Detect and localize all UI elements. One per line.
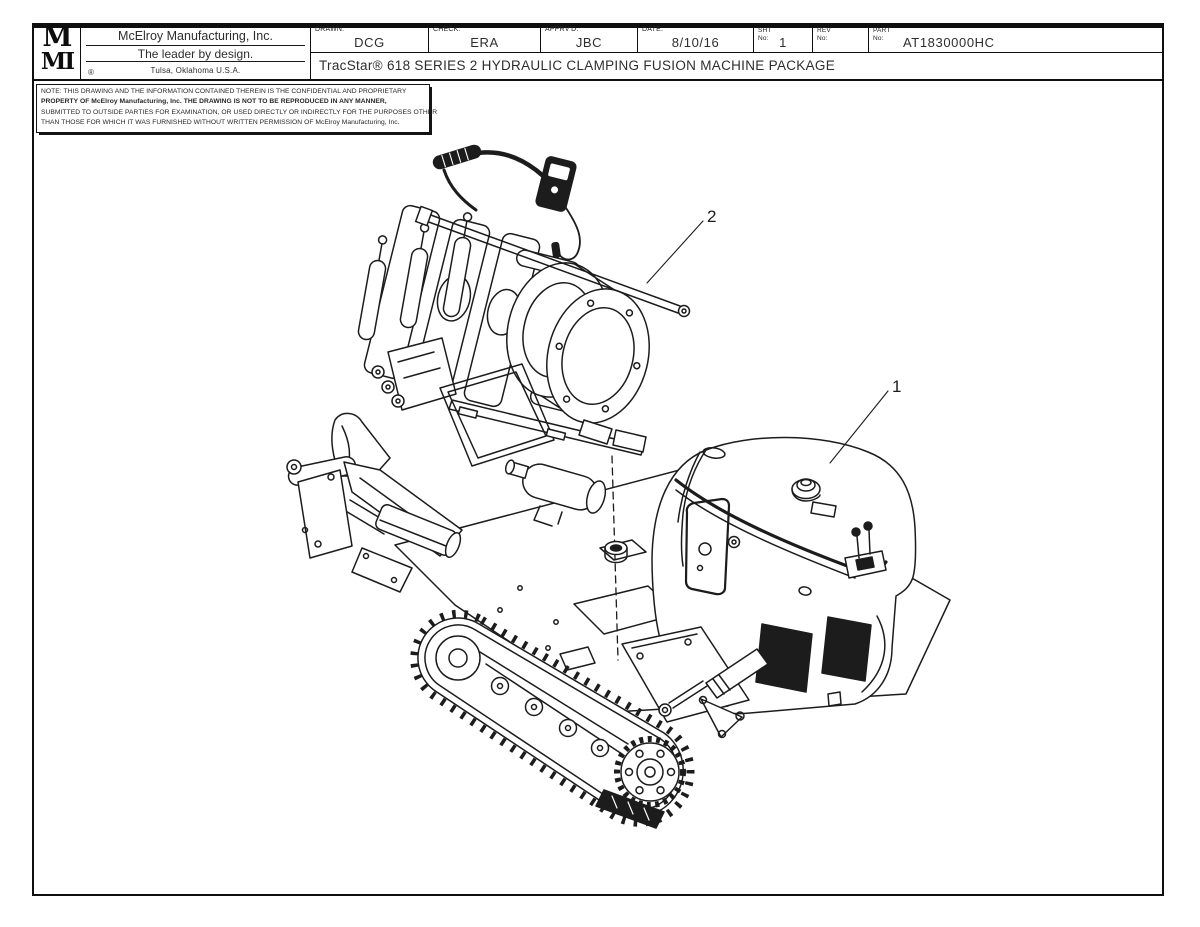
field-approved: APPRV'D: JBC (540, 24, 637, 52)
field-sheet-number-label: SHT No: (758, 27, 772, 42)
company-name: McElroy Manufacturing, Inc. (86, 25, 305, 46)
field-drawn-value: DCG (354, 35, 385, 50)
front-hydraulic-cylinder (621, 626, 769, 739)
hydraulic-manifold (371, 337, 457, 411)
logo-letter-bottom: MI (40, 48, 75, 75)
pipe-loader-arm (286, 412, 463, 593)
field-check-label: CHECK: (433, 26, 461, 33)
note-line-4: THAN THOSE FOR WHICH IT WAS FURNISHED WI… (41, 119, 400, 127)
field-part-number-value: AT1830000HC (903, 35, 995, 50)
field-sheet-number: SHT No: 1 (753, 24, 812, 52)
field-drawn-label: DRAWN: (315, 26, 345, 33)
left-crawler-track (410, 609, 695, 829)
confidentiality-note: NOTE: THIS DRAWING AND THE INFORMATION C… (36, 84, 438, 133)
tracked-vehicle-drawing (286, 412, 951, 829)
company-cell: McElroy Manufacturing, Inc. The leader b… (80, 25, 310, 80)
callout-2-leader (646, 220, 704, 284)
field-part-number: PART No: AT1830000HC (868, 24, 1164, 52)
callout-2: 2 (646, 207, 716, 284)
rear-vent (821, 616, 872, 682)
company-logo: M MI (34, 22, 80, 80)
titleblock-row-divider (310, 51, 1164, 53)
callout-2-number: 2 (707, 207, 716, 226)
note-line-1: NOTE: THIS DRAWING AND THE INFORMATION C… (41, 88, 407, 95)
field-part-number-label: PART No: (873, 27, 891, 42)
carriage-base-frame (439, 363, 647, 467)
callout-1-number: 1 (892, 377, 901, 396)
field-sheet-number-value: 1 (779, 35, 787, 50)
projection-dashed-line (604, 455, 628, 661)
field-approved-label: APPRV'D: (545, 26, 579, 33)
handle-grip (432, 144, 482, 170)
carriage-handle (432, 144, 581, 261)
company-location: Tulsa, Oklahoma U.S.A. (150, 66, 241, 75)
field-date: DATE: 8/10/16 (637, 24, 753, 52)
company-location-row: ® Tulsa, Oklahoma U.S.A. (81, 62, 310, 78)
note-line-3: SUBMITTED TO OUTSIDE PARTIES FOR EXAMINA… (41, 108, 438, 116)
note-line-2: PROPERTY OF McElroy Manufacturing, Inc. … (41, 98, 387, 106)
callout-1-leader (829, 390, 889, 464)
drawing-title: TracStar® 618 SERIES 2 HYDRAULIC CLAMPIN… (310, 52, 1164, 79)
field-rev-number: REV No: (812, 24, 868, 52)
field-approved-value: JBC (575, 35, 603, 50)
clamp-cylinders (357, 212, 473, 341)
company-tagline: The leader by design. (86, 46, 305, 62)
control-pendant (535, 156, 577, 212)
muffler-canister (504, 459, 607, 527)
titleblock-bottom-rule (32, 79, 1164, 81)
field-date-value: 8/10/16 (671, 35, 720, 50)
field-check-value: ERA (470, 35, 499, 50)
field-rev-number-label: REV No: (817, 27, 831, 42)
field-check: CHECK: ERA (428, 24, 540, 52)
fusion-carriage-drawing (357, 144, 691, 467)
control-levers (856, 529, 871, 559)
logo-letter-top: M (42, 22, 73, 53)
clamp-rings (506, 262, 650, 424)
fuel-cap (791, 478, 821, 500)
registered-mark-icon: ® (88, 68, 95, 77)
field-date-label: DATE: (642, 26, 664, 33)
field-drawn: DRAWN: DCG (310, 24, 428, 52)
sheet-border (32, 23, 1164, 896)
callout-1: 1 (829, 377, 901, 464)
guide-bar (414, 205, 691, 318)
